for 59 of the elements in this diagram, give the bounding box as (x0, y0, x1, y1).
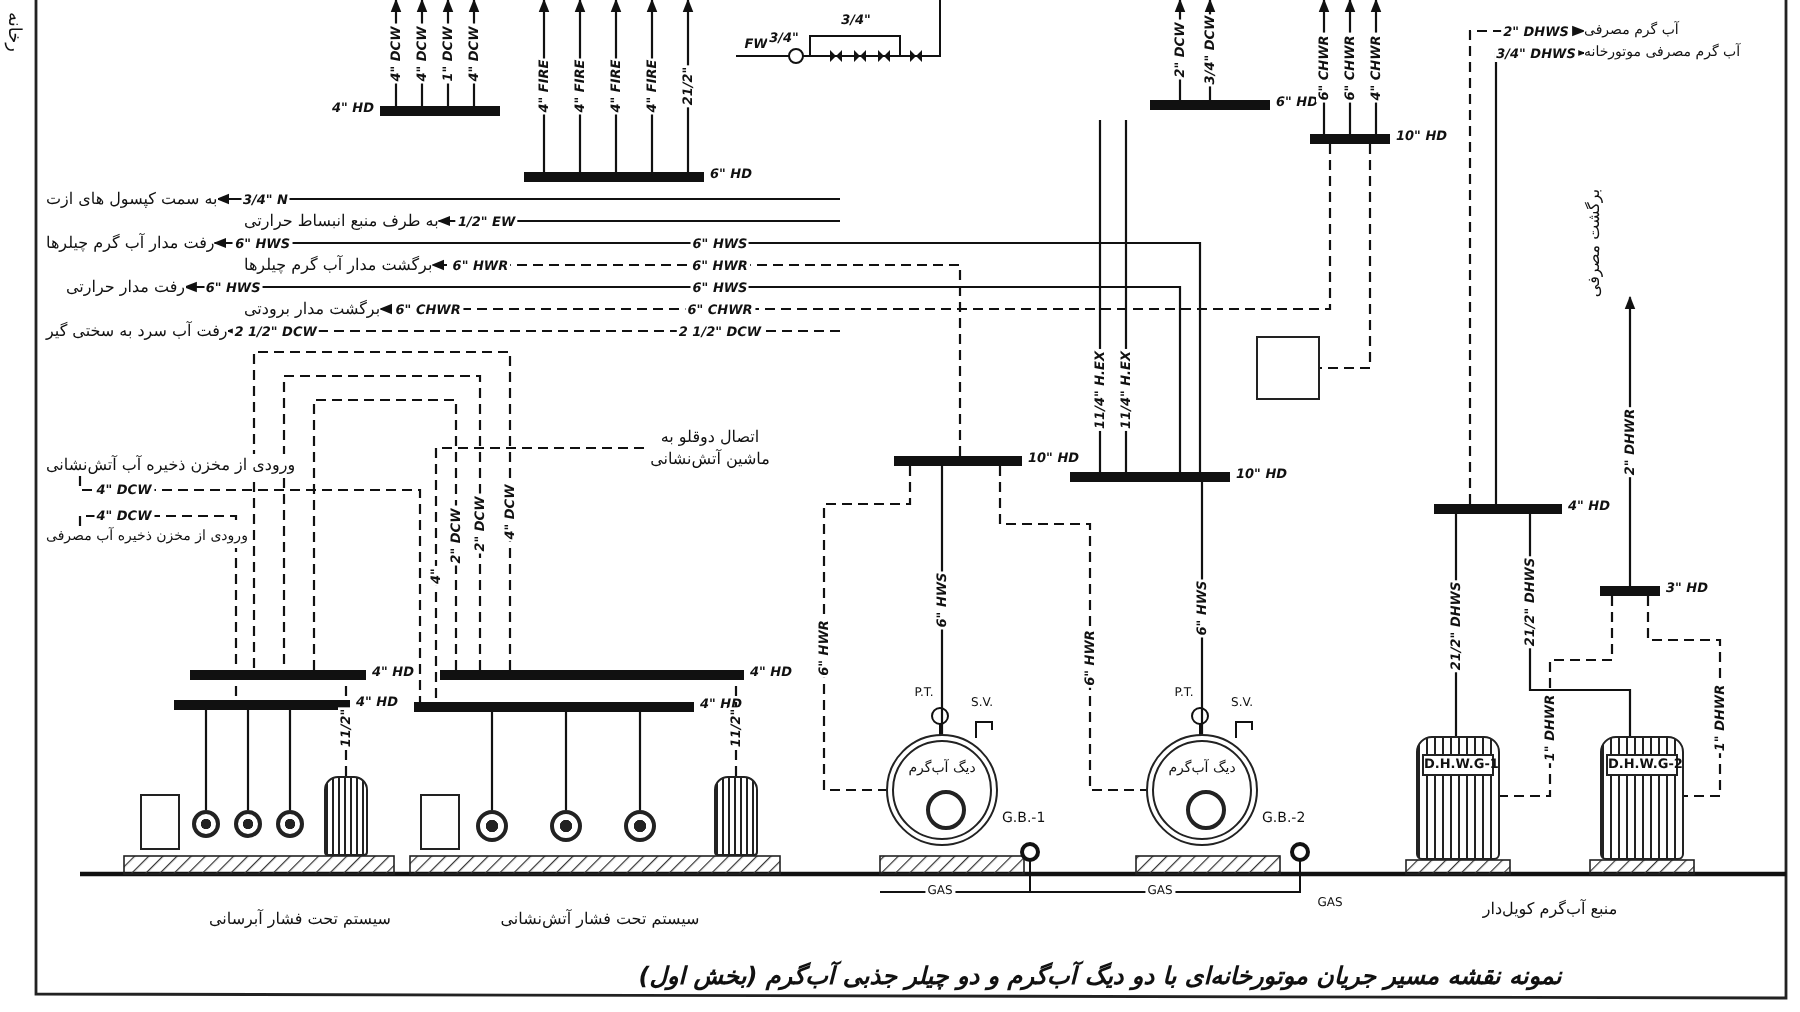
pipe-description: رفت آب سرد به سختی گیر (46, 320, 228, 342)
pipe (1320, 144, 1372, 370)
header-bar (1310, 134, 1390, 144)
pipe (282, 374, 482, 670)
header-bar (524, 172, 704, 182)
header-bar (440, 670, 744, 680)
pipe (1468, 25, 1586, 504)
pipe (252, 350, 512, 670)
header-bar (1434, 504, 1562, 514)
pipe (216, 193, 840, 205)
pipe (434, 446, 644, 702)
pipe-description: رفت مدار آب گرم چیلرها (46, 232, 215, 254)
header-bar (190, 670, 366, 680)
header-bar (894, 456, 1022, 466)
pump (276, 810, 304, 838)
pipe (564, 712, 568, 810)
pipe (78, 476, 422, 702)
pipe-description: برگشت مدار آب گرم چیلرها (244, 254, 433, 276)
header-bar (380, 106, 500, 116)
pipe (378, 144, 1332, 315)
valve-box (1256, 336, 1320, 400)
pump (624, 810, 656, 842)
pipe (213, 237, 1202, 472)
control-panel (140, 794, 180, 850)
pipe (998, 466, 1146, 792)
pump (476, 810, 508, 842)
control-panel (420, 794, 460, 850)
pipe-description: به سمت کپسول های ازت (46, 188, 218, 210)
pipe (183, 281, 1182, 472)
storage-tank (1600, 736, 1684, 860)
pipe-description: برگشت مصرفی (1583, 188, 1606, 298)
pipe (312, 398, 458, 670)
header-bar (414, 702, 694, 712)
pipe-description: به طرف منبع انبساط حرارتی (244, 210, 439, 232)
pipe-description: ورودی از مخزن ذخیره آب آتش‌نشانی (46, 454, 296, 476)
pressure-tank (324, 776, 368, 856)
pipe (204, 710, 208, 810)
pipe (638, 712, 642, 810)
header-bar (1600, 586, 1660, 596)
pipe-description: برگشت مدار برودتی (244, 298, 381, 320)
storage-tank (1416, 736, 1500, 860)
system-caption: سیستم تحت فشار آبرسانی (208, 910, 392, 930)
pipe (682, 0, 694, 172)
connection-note: اتصال دوقلو به ماشین آتش‌نشانی (644, 426, 776, 470)
header-bar (1070, 472, 1230, 482)
pipe-description: رفت مدار حرارتی (66, 276, 186, 298)
pump (192, 810, 220, 838)
system-caption: منبع آب‌گرم کویل‌دار (1482, 900, 1618, 920)
pipe (246, 710, 250, 810)
pump (234, 810, 262, 838)
header-bar (1150, 100, 1270, 110)
header-bar (174, 700, 350, 710)
caption: نمونه نقشه مسیر جریان موتورخانه‌ای با دو دیگ آب‌گرم و دو چیلر جذبی آب‌گرم (بخش اول) (636, 962, 1565, 990)
pump (550, 810, 582, 842)
corner-title: رخانه (1, 12, 23, 52)
pressure-tank (714, 776, 758, 856)
system-caption: سیستم تحت فشار آتش‌نشانی (500, 910, 700, 930)
pipe (490, 712, 494, 810)
pipe (288, 710, 292, 810)
